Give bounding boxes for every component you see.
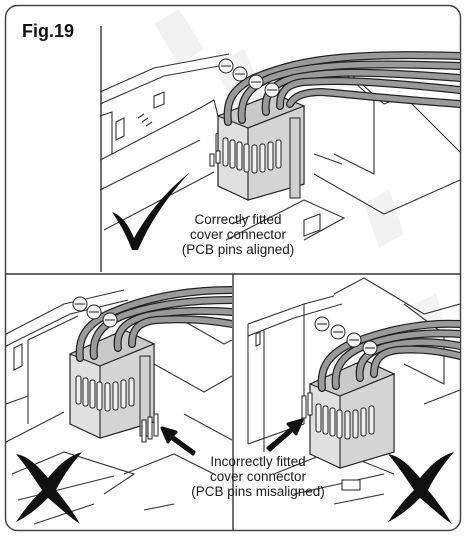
wires-bl [75,286,232,362]
correct-caption: Correctly fitted cover connector (PCB pi… [182,212,295,257]
incorrect-caption-line-1: Incorrectly fitted [210,454,305,469]
pcb-pins-bl [141,413,159,443]
incorrect-caption-line-2: cover connector [210,469,307,484]
panel-borders [6,26,460,530]
correct-caption-line-2: cover connector [190,227,287,242]
pcb-pins-br [301,392,313,419]
check-icon [112,172,190,250]
correct-caption-line-1: Correctly fitted [194,212,281,227]
panel-incorrect-left [6,286,232,525]
pcb-marker [341,479,361,491]
wires-top [223,51,460,126]
housing-lines-br [247,277,460,505]
pcb-pins-top [209,150,221,167]
panel-correct [100,51,460,241]
figure-canvas: Fig.19 Correctly fitted cover connector … [4,4,462,532]
cross-icon-right [388,452,454,524]
screws-br [314,316,378,356]
arrow-icon-left [160,426,196,456]
housing-lines-bl [6,289,232,525]
incorrect-caption-line-3: (PCB pins misaligned) [191,484,325,499]
figure-frame: Fig.19 Correctly fitted cover connector … [4,4,462,532]
panel-incorrect-right [247,277,460,505]
correct-caption-line-3: (PCB pins aligned) [182,242,295,257]
screws-bl [72,296,118,328]
incorrect-caption: Incorrectly fitted cover connector (PCB … [191,454,325,499]
cross-icon [16,452,82,524]
arrow-icon-right [266,418,304,452]
figure-title: Fig.19 [22,21,74,41]
screws-top [218,58,280,98]
